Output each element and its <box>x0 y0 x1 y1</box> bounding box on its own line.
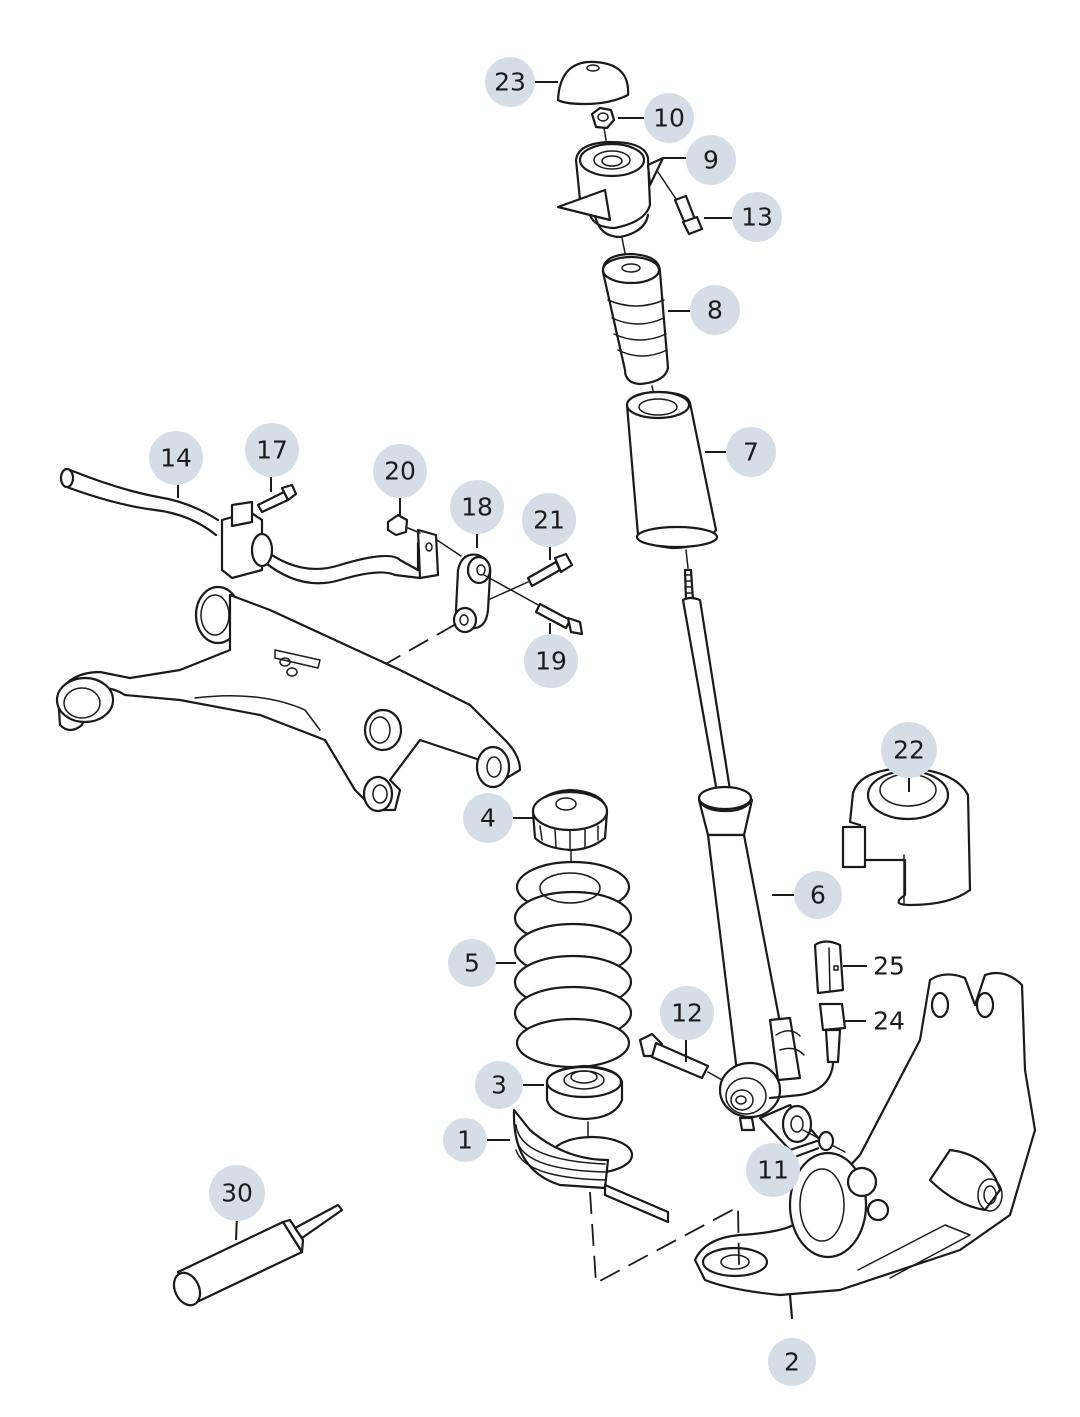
subframe <box>55 585 522 813</box>
svg-text:8: 8 <box>707 296 723 325</box>
callout-7[interactable]: 7 <box>726 427 776 477</box>
part-14-anti-roll-bar <box>59 467 440 585</box>
part-24-25-sensor <box>768 940 847 1100</box>
callout-17[interactable]: 17 <box>245 423 299 477</box>
callout-12[interactable]: 12 <box>660 986 714 1040</box>
svg-text:19: 19 <box>535 647 567 676</box>
callouts: 23 10 9 13 8 7 14 17 20 18 21 19 22 4 6 … <box>149 57 937 1386</box>
svg-text:11: 11 <box>757 1156 789 1185</box>
part-12-bolt <box>638 1032 723 1081</box>
svg-text:17: 17 <box>256 436 288 465</box>
callout-1[interactable]: 1 <box>443 1118 487 1162</box>
part-21-bolt <box>487 552 574 601</box>
svg-text:5: 5 <box>464 949 480 978</box>
svg-text:25: 25 <box>873 952 905 981</box>
part-3-lower-spring-seat <box>545 1064 624 1146</box>
svg-text:23: 23 <box>494 68 526 97</box>
callout-6[interactable]: 6 <box>794 871 842 919</box>
part-5-coil-spring <box>513 860 633 1069</box>
part-20-nut <box>386 513 421 537</box>
callout-23[interactable]: 23 <box>485 57 535 107</box>
callout-5[interactable]: 5 <box>448 939 496 987</box>
part-1-compressor-plate <box>512 1108 740 1285</box>
svg-text:20: 20 <box>384 457 416 486</box>
callout-3[interactable]: 3 <box>475 1061 523 1109</box>
callout-10[interactable]: 10 <box>644 93 694 143</box>
callout-13[interactable]: 13 <box>732 192 782 242</box>
callout-9[interactable]: 9 <box>686 135 736 185</box>
svg-text:2: 2 <box>784 1348 800 1377</box>
part-17-bolt <box>256 483 298 514</box>
svg-text:4: 4 <box>480 804 496 833</box>
part-22-bush <box>841 766 972 907</box>
callout-24: 24 <box>873 1007 905 1036</box>
svg-text:14: 14 <box>160 444 192 473</box>
callout-20[interactable]: 20 <box>373 444 427 498</box>
part-4-upper-spring-seat <box>531 788 609 901</box>
artwork <box>55 60 1037 1320</box>
svg-text:6: 6 <box>810 881 826 910</box>
part-19-bolt <box>534 602 584 636</box>
part-13-bolt <box>657 171 704 236</box>
svg-text:10: 10 <box>653 104 685 133</box>
svg-text:13: 13 <box>741 203 773 232</box>
part-11-washer <box>758 1103 846 1153</box>
callout-4[interactable]: 4 <box>463 793 513 843</box>
svg-text:30: 30 <box>221 1179 253 1208</box>
part-23-cap <box>556 60 630 106</box>
svg-text:18: 18 <box>461 493 493 522</box>
part-30-lubricant-tube <box>172 1203 344 1307</box>
part-6-shock-absorber <box>681 568 805 1132</box>
svg-text:12: 12 <box>671 999 703 1028</box>
part-7-protective-sleeve <box>625 390 719 569</box>
callout-22[interactable]: 22 <box>881 722 937 778</box>
callout-21[interactable]: 21 <box>522 493 576 547</box>
callout-8[interactable]: 8 <box>690 285 740 335</box>
svg-text:3: 3 <box>491 1071 507 1100</box>
svg-text:22: 22 <box>893 736 925 765</box>
svg-text:21: 21 <box>533 506 565 535</box>
callout-19[interactable]: 19 <box>524 634 578 688</box>
callout-18[interactable]: 18 <box>450 480 504 534</box>
svg-text:24: 24 <box>873 1007 905 1036</box>
callout-25: 25 <box>873 952 905 981</box>
callout-2[interactable]: 2 <box>768 1338 816 1386</box>
callout-30[interactable]: 30 <box>209 1165 265 1221</box>
svg-text:7: 7 <box>743 438 759 467</box>
callout-14[interactable]: 14 <box>149 431 203 485</box>
callout-11[interactable]: 11 <box>746 1143 800 1197</box>
part-2-knuckle <box>693 971 1037 1320</box>
part-10-nut <box>590 106 616 147</box>
svg-text:9: 9 <box>703 146 719 175</box>
svg-text:1: 1 <box>457 1126 473 1155</box>
part-8-stop-buffer <box>601 252 670 405</box>
part-9-shock-mount <box>556 140 665 259</box>
